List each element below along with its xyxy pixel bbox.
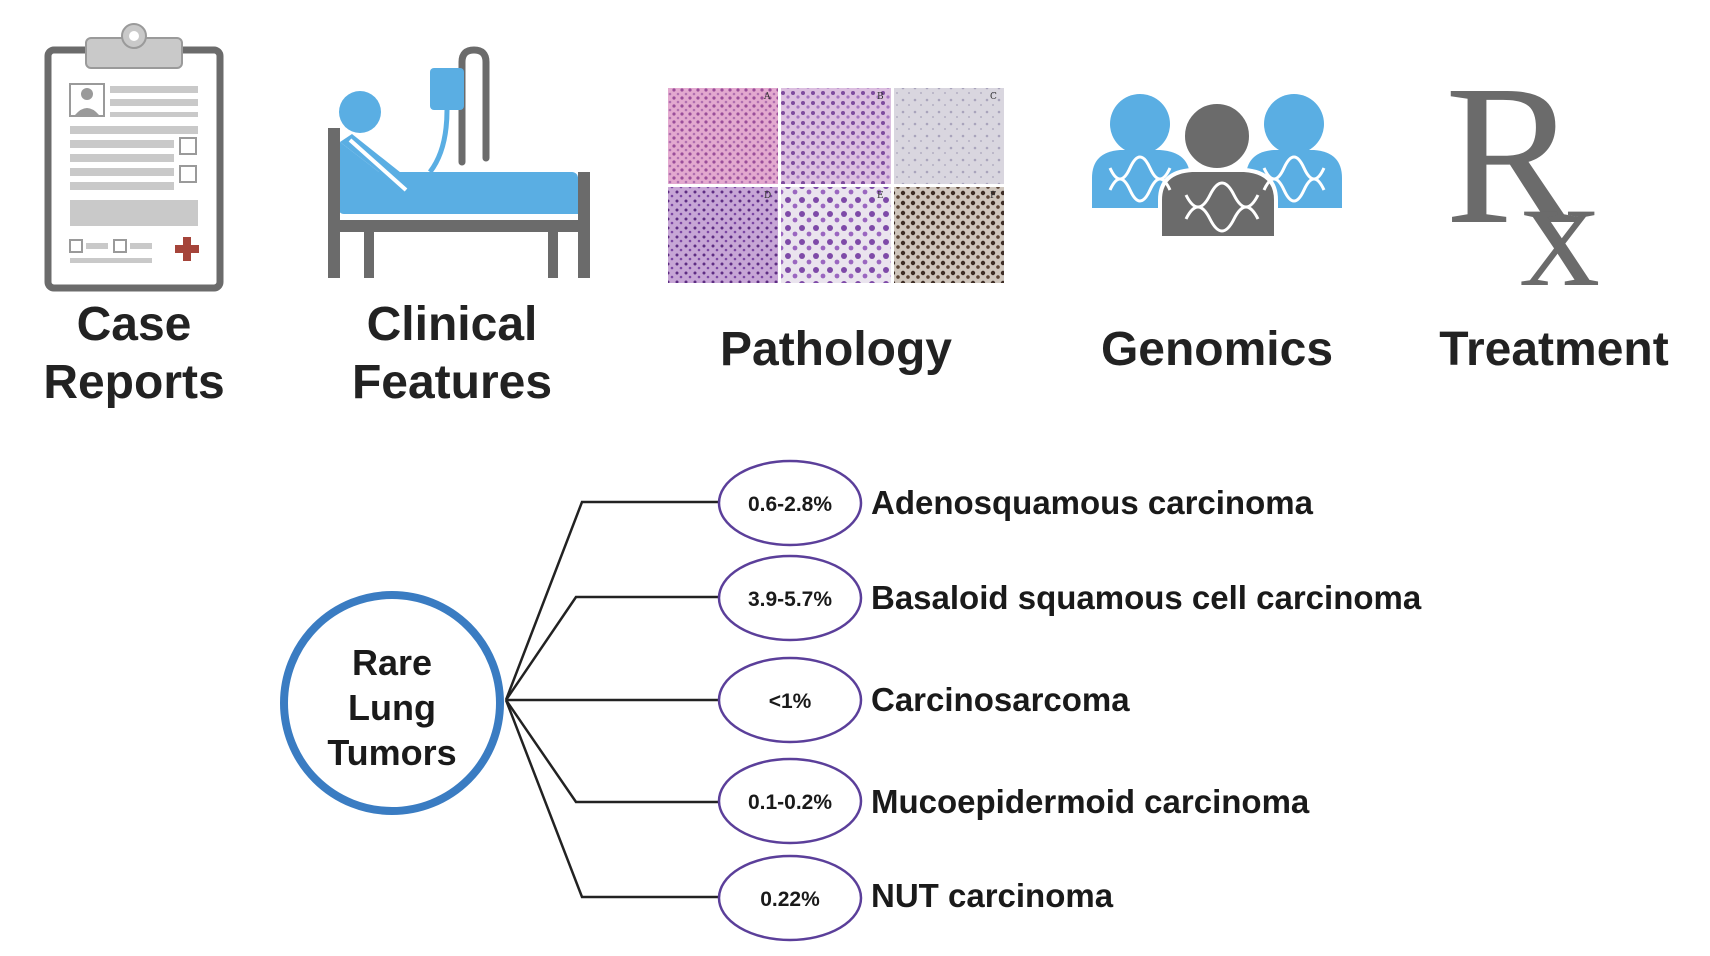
hub-ring <box>280 591 504 815</box>
rx-icon: R x <box>1445 45 1600 320</box>
hospital-bed-icon <box>328 46 590 278</box>
tumor-branch-4: 0.1-0.2% Mucoepidermoid carcinoma <box>717 757 1310 845</box>
clipboard-icon <box>44 23 224 292</box>
tumor-branch-3: <1% Carcinosarcoma <box>717 656 1130 744</box>
panel-letter-a: A <box>763 92 771 102</box>
connector-line-4 <box>504 699 718 804</box>
tumor-branch-1: 0.6-2.8% Adenosquamous carcinoma <box>717 459 1314 547</box>
percent-ellipse <box>717 554 863 642</box>
hub-node: Rare Lung Tumors <box>280 591 504 815</box>
connector-line-2 <box>504 595 718 701</box>
label-pathology: Pathology <box>720 323 952 376</box>
rx-glyph-x: x <box>1520 142 1600 320</box>
label-features: Features <box>352 356 552 409</box>
percent-label: 0.6-2.8% <box>748 493 832 516</box>
tumor-name-label: Mucoepidermoid carcinoma <box>871 783 1310 820</box>
percent-label: 0.1-0.2% <box>748 791 832 814</box>
tumor-name-label: Carcinosarcoma <box>871 681 1130 718</box>
percent-ellipse <box>717 459 863 547</box>
rx-glyph-r: R <box>1445 45 1579 266</box>
percent-ellipse <box>717 656 863 744</box>
histology-micrograph-icon: A B C D E F <box>668 88 1004 283</box>
category-labels: Case Reports Clinical Features Pathology… <box>43 298 1668 409</box>
panel-letter-c: C <box>990 92 997 102</box>
panel-letter-b: B <box>877 92 884 102</box>
label-genomics: Genomics <box>1101 323 1333 376</box>
panel-letter-e: E <box>877 191 884 201</box>
label-case: Case <box>77 298 192 351</box>
tumor-branch-2: 3.9-5.7% Basaloid squamous cell carcinom… <box>717 554 1422 642</box>
tumor-name-label: Basaloid squamous cell carcinoma <box>871 579 1422 616</box>
label-reports: Reports <box>43 356 224 409</box>
percent-ellipse <box>717 854 863 942</box>
percent-label: <1% <box>769 690 812 713</box>
percent-ellipse <box>717 757 863 845</box>
label-clinical: Clinical <box>367 298 538 351</box>
people-dna-icon <box>1092 94 1342 240</box>
panel-letter-d: D <box>764 191 771 201</box>
tumor-name-label: NUT carcinoma <box>871 877 1114 914</box>
connector-lines <box>504 500 718 899</box>
tumor-name-label: Adenosquamous carcinoma <box>871 484 1314 521</box>
panel-letter-f: F <box>990 191 996 201</box>
tumor-branch-5: 0.22% NUT carcinoma <box>717 854 1114 942</box>
percent-label: 3.9-5.7% <box>748 588 832 611</box>
hub-line-rare: Rare <box>352 642 432 683</box>
label-treatment: Treatment <box>1439 323 1668 376</box>
hub-line-lung: Lung <box>348 687 436 728</box>
connector-line-5 <box>504 699 718 899</box>
connector-line-1 <box>504 500 718 701</box>
hub-line-tumors: Tumors <box>327 732 456 773</box>
percent-label: 0.22% <box>760 888 820 911</box>
